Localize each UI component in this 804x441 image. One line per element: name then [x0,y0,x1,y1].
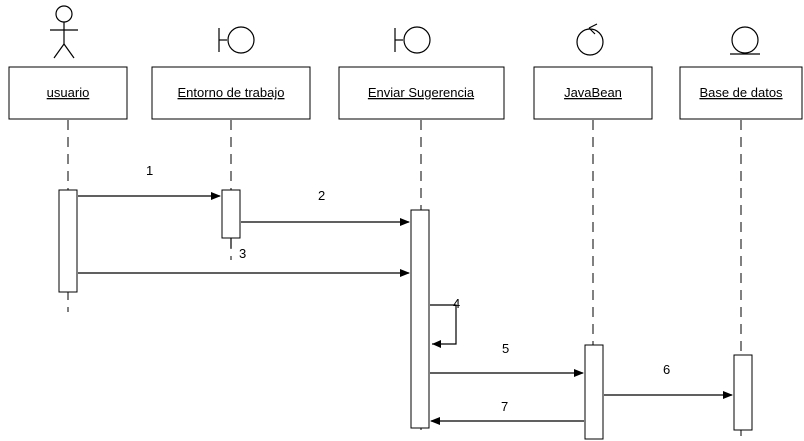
message-label-1: 1 [146,163,153,178]
message-label-2: 2 [318,188,325,203]
message-label-3: 3 [239,246,246,261]
boundary-icon [394,26,431,54]
entity-icon [730,26,760,55]
lifeline-label: JavaBean [564,85,622,100]
message-label-6: 6 [663,362,670,377]
actor-icon [50,5,78,59]
activation-bar-bd [733,354,753,431]
lifeline-header-javabean: JavaBean [533,66,653,120]
lifeline-header-bd: Base de datos [679,66,803,120]
activation-bar-javabean [584,344,604,440]
lifeline-header-entorno: Entorno de trabajo [151,66,311,120]
lifeline-header-enviar: Enviar Sugerencia [338,66,505,120]
lifeline-label: Base de datos [699,85,783,100]
message-label-5: 5 [502,341,509,356]
activation-bar-usuario [58,189,78,293]
control-icon [576,23,604,56]
message-label-7: 7 [501,399,508,414]
activation-bar-entorno [221,189,241,239]
boundary-icon [218,26,255,54]
message-arrow-4 [430,304,457,345]
lifeline-label: Entorno de trabajo [178,85,285,100]
lifeline-label: Enviar Sugerencia [368,85,475,100]
activation-bar-enviar [410,209,430,429]
message-label-4: 4 [453,296,460,311]
lifeline-label: usuario [47,85,90,100]
lifeline-header-usuario: usuario [8,66,128,120]
